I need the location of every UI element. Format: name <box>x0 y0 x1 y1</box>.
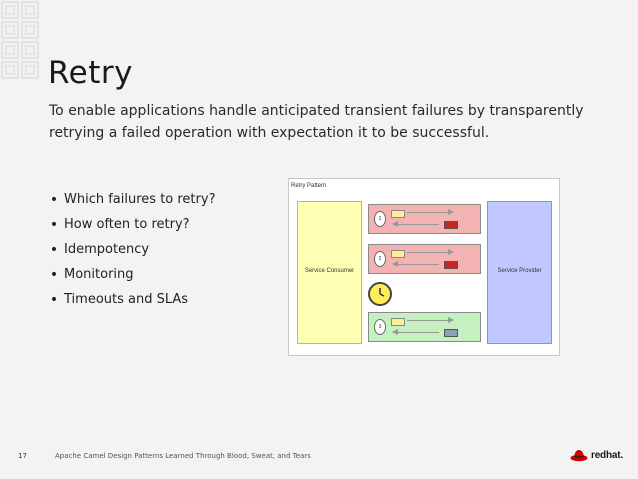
response-arrow-icon <box>392 221 439 227</box>
redhat-logo-text: redhat. <box>591 449 623 461</box>
success-response-icon <box>444 329 458 337</box>
attempt-number: 2 <box>374 251 386 267</box>
service-consumer-box: Service Consumer <box>297 201 362 344</box>
bullet-dot-icon: • <box>49 266 59 283</box>
clock-icon <box>368 282 392 306</box>
bullet-item: • Monitoring <box>44 262 215 287</box>
request-arrow-icon <box>407 317 454 323</box>
bullet-item: • Which failures to retry? <box>44 187 216 212</box>
retry-attempt-1: 1 <box>368 204 481 234</box>
footer-text: Apache Camel Design Patterns Learned Thr… <box>55 452 311 460</box>
bullet-text: How often to retry? <box>64 217 190 232</box>
service-consumer-label: Service Consumer <box>304 268 355 274</box>
bullet-item: • Timeouts and SLAs <box>44 287 215 312</box>
request-message-icon <box>391 210 405 218</box>
bullet-item: • Idempotency <box>44 237 215 262</box>
bullet-list: • Which failures to retry? • How often to … <box>44 187 216 312</box>
redhat-logo: redhat. <box>570 448 623 462</box>
bullet-text: Timeouts and SLAs <box>64 292 189 307</box>
bullet-text: Monitoring <box>64 267 134 282</box>
page-number: 17 <box>18 452 27 460</box>
bullet-text: Idempotency <box>64 242 150 257</box>
attempt-number: 3 <box>374 319 386 335</box>
corner-pattern-decoration <box>1 1 39 79</box>
bullet-dot-icon: • <box>49 241 59 258</box>
request-arrow-icon <box>407 249 454 255</box>
redhat-hat-icon <box>570 450 588 462</box>
failed-response-icon <box>444 261 458 269</box>
response-arrow-icon <box>392 329 439 335</box>
clock-hands-icon <box>379 288 385 297</box>
request-message-icon <box>391 250 405 258</box>
request-arrow-icon <box>407 209 454 215</box>
failed-response-icon <box>444 221 458 229</box>
bullet-dot-icon: • <box>49 291 59 308</box>
diagram-caption: Retry Pattern <box>291 183 327 189</box>
slide-title: Retry <box>48 55 133 91</box>
service-provider-box: Service Provider <box>487 201 552 344</box>
response-arrow-icon <box>392 261 439 267</box>
retry-attempt-2: 2 <box>368 244 481 274</box>
retry-attempt-3: 3 <box>368 312 481 342</box>
attempt-number: 1 <box>374 211 386 227</box>
bullet-dot-icon: • <box>49 216 59 233</box>
bullet-text: Which failures to retry? <box>64 192 216 207</box>
slide-subtitle: To enable applications handle anticipate… <box>49 103 584 141</box>
service-provider-label: Service Provider <box>497 268 542 274</box>
request-message-icon <box>391 318 405 326</box>
bullet-item: • How often to retry? <box>44 212 215 237</box>
bullet-dot-icon: • <box>49 191 59 208</box>
